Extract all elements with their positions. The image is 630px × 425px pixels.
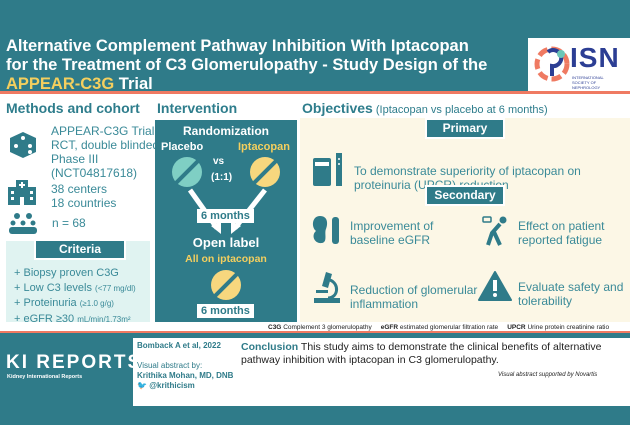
footer-panel (133, 338, 630, 406)
criteria-text: Low C3 levels (23, 281, 96, 294)
criteria-item: + eGFR ≥30 mL/min/1.73m² (14, 312, 131, 325)
sample-size: n = 68 (52, 216, 86, 230)
iptacopan-pill-icon (211, 270, 241, 300)
warning-icon (478, 271, 512, 301)
abbr-def: Urine protein creatinine ratio (527, 324, 610, 331)
iptacopan-label: Iptacopan (238, 141, 290, 153)
abbr-def: Complement 3 glomerulopathy (283, 324, 372, 331)
hospital-icon (8, 180, 36, 205)
support-note: Visual abstract supported by Novartis (498, 372, 598, 378)
journal-subtitle: Kidney International Reports (7, 374, 83, 380)
all-on-iptacopan-label: All on iptacopan (185, 253, 267, 265)
secondary-heading: Secondary (427, 187, 503, 204)
flow-arrows-icon (187, 188, 267, 234)
criteria-heading: Criteria (36, 241, 124, 258)
criteria-list: + Biopsy proven C3G + Low C3 levels (<77… (14, 266, 136, 327)
criteria-detail: (≥1.0 g/g) (79, 299, 114, 308)
conclusion-text: This study aims to demonstrate the clini… (241, 341, 602, 366)
people-icon (9, 213, 37, 234)
abbr: eGFR (380, 324, 399, 331)
author: Krithika Mohan, MD, DNB (137, 371, 234, 380)
secondary-objective-fatigue: Effect on patient reported fatigue (518, 219, 605, 247)
trial-phase: Phase III (51, 152, 99, 166)
abbr-def: estimated glomerular filtration rate (399, 324, 499, 331)
twitter-icon: 🐦 (137, 381, 147, 390)
citation: Bomback A et al, 2022 (137, 341, 221, 350)
criteria-box: Criteria + Biopsy proven C3G + Low C3 le… (6, 241, 150, 325)
visual-abstract-by: Visual abstract by: (137, 361, 203, 370)
centers-count: 38 centers (51, 182, 108, 196)
twitter-text: @krithicism (149, 381, 195, 390)
title-highlight: APPEAR-C3G (6, 75, 115, 93)
objectives-heading: Objectives (Iptacopan vs placebo at 6 mo… (302, 100, 548, 116)
divider (0, 331, 630, 334)
methods-heading: Methods and cohort (6, 100, 140, 116)
logo-text: ISN (570, 42, 620, 73)
iptacopan-pill-icon (250, 157, 280, 187)
intervention-heading: Intervention (157, 100, 238, 116)
title-line-2: for the Treatment of C3 Glomerulopathy -… (6, 56, 488, 74)
placebo-label: Placebo (161, 141, 204, 153)
urine-sample-icon (313, 153, 342, 186)
twitter-handle[interactable]: 🐦 @krithicism (137, 381, 195, 390)
secondary-objective-inflammation: Reduction of glomerular inflammation (350, 283, 478, 311)
criteria-item: + Low C3 levels (<77 mg/dl) (14, 281, 136, 294)
criteria-item: + Proteinuria (≥1.0 g/g) (14, 297, 114, 309)
abbr: UPCR (507, 324, 526, 331)
secondary-objective-safety: Evaluate safety and tolerability (518, 280, 624, 308)
isn-logo-icon (534, 46, 570, 82)
logo-subtext: INTERNATIONAL SOCIETY OF NEPHROLOGY (572, 75, 604, 90)
sites-info: 38 centers 18 countries (51, 182, 116, 210)
conclusion-label: Conclusion (241, 341, 299, 353)
criteria-detail: mL/min/1.73m² (77, 314, 131, 324)
period-2-label: 6 months (197, 304, 254, 318)
trial-design: RCT, double blinded (51, 138, 160, 152)
kidney-icon (312, 216, 339, 244)
criteria-text: eGFR ≥30 (23, 312, 78, 325)
title-line-1: Alternative Complement Pathway Inhibitio… (6, 37, 469, 55)
objectives-title: Objectives (302, 100, 373, 116)
microscope-icon (314, 272, 340, 303)
objectives-box: Primary To demonstrate superiority of ip… (300, 118, 630, 322)
primary-heading: Primary (427, 120, 503, 137)
period-1-label: 6 months (197, 209, 254, 223)
fatigue-icon (482, 216, 507, 246)
conclusion: Conclusion This study aims to demonstrat… (241, 341, 621, 366)
criteria-text: Proteinuria (23, 297, 80, 309)
isn-logo: ISN INTERNATIONAL SOCIETY OF NEPHROLOGY (528, 38, 630, 91)
header-band (0, 0, 630, 92)
intervention-box: Randomization Placebo Iptacopan vs (1:1)… (155, 120, 297, 322)
trial-info: APPEAR-C3G Trial RCT, double blinded Pha… (51, 124, 159, 180)
dice-icon (10, 132, 36, 158)
trial-name: APPEAR-C3G Trial (51, 124, 155, 138)
open-label: Open label (192, 235, 260, 250)
title-end: Trial (114, 75, 153, 93)
countries-count: 18 countries (51, 196, 117, 210)
randomization-label: Randomization (183, 124, 269, 138)
criteria-detail: (<77 mg/dl) (95, 283, 136, 293)
ratio-label: (1:1) (211, 172, 233, 183)
trial-id: (NCT04817618) (51, 166, 138, 180)
secondary-objective-egfr: Improvement of baseline eGFR (350, 219, 434, 247)
vs-label: vs (213, 156, 225, 167)
page-title: Alternative Complement Pathway Inhibitio… (6, 37, 526, 94)
criteria-item: + Biopsy proven C3G (14, 267, 119, 279)
criteria-text: Biopsy proven C3G (23, 267, 119, 279)
abbr: C3G (268, 324, 282, 331)
placebo-pill-icon (172, 157, 202, 187)
journal-logo: KI REPORTS (6, 352, 143, 373)
divider (0, 91, 630, 94)
objectives-subtitle: (Iptacopan vs placebo at 6 months) (372, 104, 548, 116)
abbreviations: C3G Complement 3 glomerulopathy eGFR est… (268, 324, 609, 331)
